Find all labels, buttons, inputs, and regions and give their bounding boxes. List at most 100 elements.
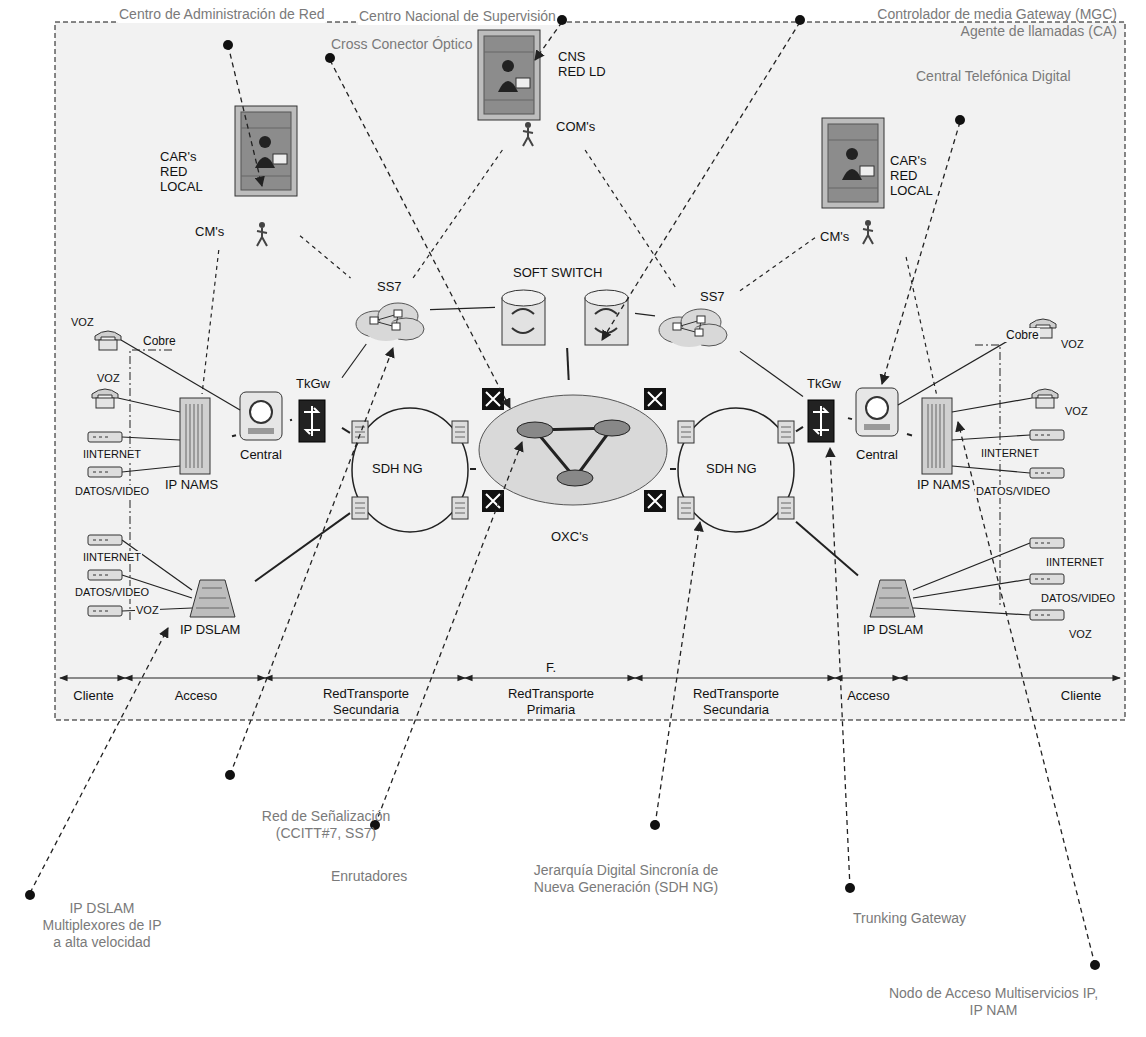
node-label: Central bbox=[856, 448, 898, 463]
node-label: IP NAMS bbox=[165, 478, 218, 493]
network-element: IP NAMS bbox=[160, 394, 232, 498]
icon-part bbox=[25, 890, 35, 900]
plain-label: F. bbox=[545, 660, 557, 676]
plain-label: Cliente bbox=[1040, 688, 1122, 704]
icon-part bbox=[30, 628, 168, 893]
icon-part bbox=[952, 466, 1030, 473]
icon-part bbox=[325, 53, 335, 63]
icon-part bbox=[913, 608, 1030, 615]
soft-switches bbox=[502, 290, 628, 345]
plain-label: Acceso bbox=[125, 688, 267, 704]
plain-label: Acceso bbox=[835, 688, 902, 704]
icon-part bbox=[235, 106, 297, 196]
network-element: SDH NG bbox=[350, 400, 470, 540]
network-element: SDH NG bbox=[676, 400, 796, 540]
icon-part bbox=[952, 398, 1032, 412]
icon-part bbox=[955, 115, 965, 125]
management-link bbox=[740, 238, 815, 291]
network-element: Central bbox=[236, 388, 290, 468]
icon-part bbox=[88, 570, 122, 580]
icon-part bbox=[659, 309, 727, 347]
icon-part bbox=[863, 220, 873, 244]
icon-part bbox=[557, 15, 567, 25]
node-label: SS7 bbox=[700, 290, 725, 305]
icon-part bbox=[900, 677, 1120, 678]
plain-label: IINTERNET bbox=[82, 448, 142, 461]
icon-part bbox=[352, 408, 468, 532]
callout-label: Trunking Gateway bbox=[852, 910, 967, 927]
icon-part bbox=[225, 770, 235, 780]
icon-part bbox=[594, 420, 630, 436]
icon-part bbox=[678, 421, 694, 443]
icon-part bbox=[257, 222, 267, 246]
node-label: Central bbox=[240, 448, 282, 463]
network-link bbox=[907, 434, 912, 435]
plain-label: IINTERNET bbox=[980, 447, 1040, 460]
plain-label: IINTERNET bbox=[1045, 556, 1105, 569]
network-equipment bbox=[180, 388, 952, 617]
icon-part bbox=[190, 580, 235, 617]
network-link bbox=[567, 348, 569, 380]
copper-brackets bbox=[130, 345, 1000, 620]
icon-part bbox=[125, 677, 265, 678]
icon-part bbox=[482, 490, 504, 512]
node-label: SDH NG bbox=[372, 462, 423, 477]
node-label: SDH NG bbox=[706, 462, 757, 477]
icon-part bbox=[88, 467, 122, 477]
icon-part bbox=[913, 543, 1030, 590]
icon-part bbox=[122, 540, 192, 590]
icon-part bbox=[352, 497, 368, 519]
icon-part bbox=[502, 290, 545, 345]
network-link bbox=[255, 513, 350, 581]
network-link bbox=[290, 419, 292, 422]
network-element: TkGw bbox=[803, 375, 848, 450]
network-link bbox=[342, 428, 350, 433]
plain-label: Cliente bbox=[60, 688, 127, 704]
node-label: CAR's RED LOCAL bbox=[890, 154, 950, 199]
network-element: CNS RED LDCOM's bbox=[470, 28, 620, 150]
plain-label: IINTERNET bbox=[82, 551, 142, 564]
icon-part bbox=[882, 122, 960, 384]
icon-part bbox=[180, 398, 210, 474]
network-link bbox=[796, 427, 803, 431]
node-label: CM's bbox=[195, 225, 224, 240]
icon-part bbox=[356, 303, 424, 341]
icon-part bbox=[118, 398, 180, 412]
icon-part bbox=[644, 388, 666, 410]
icon-part bbox=[602, 22, 800, 340]
icon-part bbox=[678, 408, 794, 532]
icon-part bbox=[88, 606, 122, 616]
icon-part bbox=[1090, 960, 1100, 970]
icon-part bbox=[240, 392, 282, 440]
plain-label: VOZ bbox=[1064, 405, 1089, 418]
callout-leaders bbox=[30, 22, 1095, 965]
callout-label: Centro Nacional de Supervisión bbox=[358, 8, 557, 25]
network-element: IP DSLAM bbox=[858, 575, 938, 645]
node-label: CNS RED LD bbox=[558, 50, 613, 80]
callout-label: Nodo de Acceso Multiservicios IP, IP NAM bbox=[885, 985, 1102, 1019]
sdh-rings bbox=[352, 408, 794, 532]
icon-part bbox=[1030, 538, 1064, 548]
callout-label: Controlador de media Gateway (MGC) Agent… bbox=[858, 6, 1118, 40]
network-link bbox=[848, 418, 852, 419]
icon-part bbox=[830, 448, 850, 888]
icon-part bbox=[223, 40, 233, 50]
callout-label: Red de Señalización (CCITT#7, SS7) bbox=[250, 808, 402, 842]
icon-part bbox=[644, 490, 666, 512]
icon-part bbox=[835, 677, 900, 678]
callout-label: IP DSLAM Multiplexores de IP a alta velo… bbox=[40, 900, 164, 950]
network-element: CAR's RED LOCALCM's bbox=[155, 100, 300, 250]
network-element: IP DSLAM bbox=[175, 575, 255, 645]
network-link bbox=[796, 522, 858, 576]
icon-part bbox=[870, 580, 915, 617]
icon-part bbox=[557, 470, 593, 486]
callout-dots bbox=[25, 15, 1100, 970]
network-link bbox=[740, 351, 803, 396]
icon-part bbox=[1030, 468, 1064, 478]
core-network bbox=[479, 388, 667, 512]
icon-part bbox=[922, 398, 952, 474]
node-label: SS7 bbox=[377, 280, 402, 295]
icon-part bbox=[60, 677, 125, 678]
